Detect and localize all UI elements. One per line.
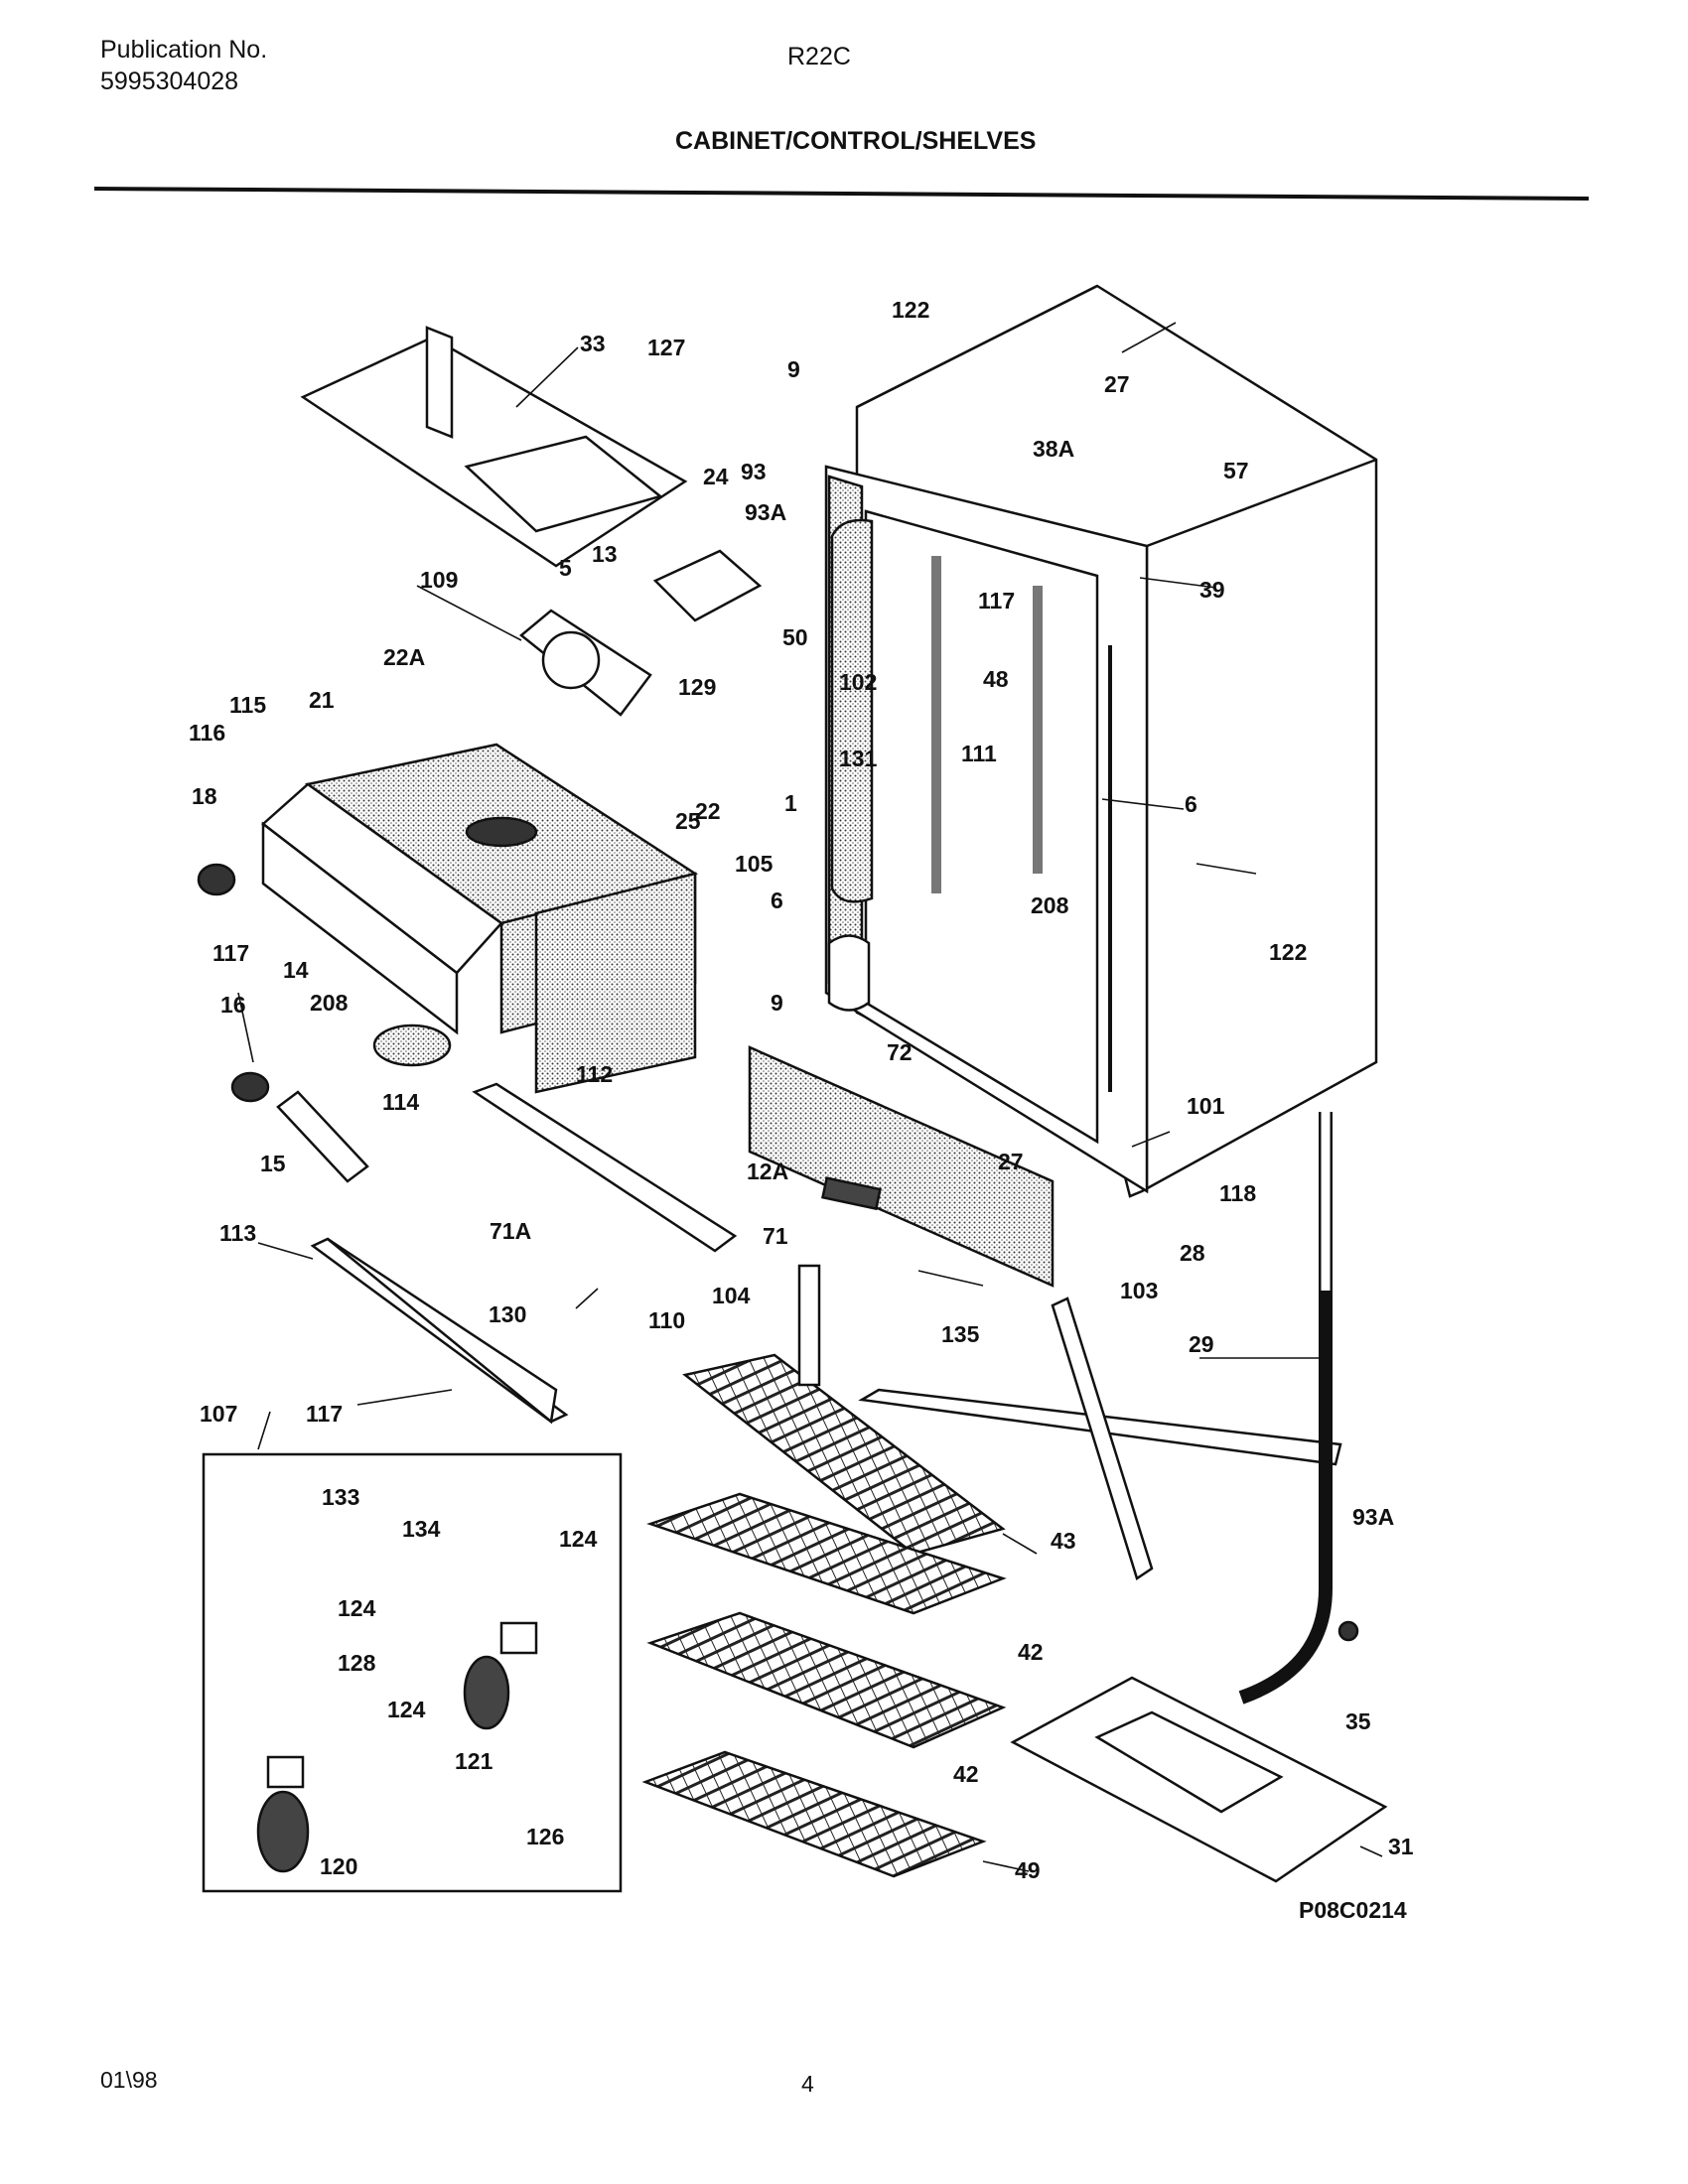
- callout-57: 57: [1223, 458, 1249, 483]
- callout-93a-right: 93A: [1352, 1504, 1394, 1530]
- kick-grille: [310, 1237, 569, 1425]
- callout-118: 118: [1219, 1180, 1256, 1206]
- callout-6-right: 6: [1185, 791, 1197, 817]
- door-gasket: [827, 518, 874, 1012]
- wire-shelves: [641, 1353, 1007, 1878]
- callout-38a: 38A: [1033, 436, 1074, 462]
- callout-labels: 33 127 9 122 27 38A 57 39 24 93 93A 13 5…: [189, 297, 1414, 1883]
- publication-number: 5995304028: [100, 68, 239, 95]
- top-cover: [300, 326, 688, 568]
- callout-42-top: 42: [1018, 1639, 1044, 1665]
- callout-22: 22: [695, 798, 721, 824]
- callout-71: 71: [763, 1223, 788, 1249]
- callout-33: 33: [580, 331, 606, 356]
- shipping-straps: [858, 1297, 1342, 1580]
- callout-121: 121: [455, 1748, 493, 1774]
- callout-117-left: 117: [212, 940, 249, 966]
- leader-lines: [237, 322, 1383, 1872]
- callout-27-bottom: 27: [998, 1149, 1024, 1174]
- callout-112: 112: [576, 1061, 613, 1087]
- misc-hardware: [197, 863, 1359, 1642]
- callout-72: 72: [887, 1039, 913, 1065]
- callout-22a: 22A: [383, 644, 425, 670]
- callout-9-bottom: 9: [771, 990, 783, 1016]
- drain-tube: [1238, 1112, 1333, 1705]
- diagram-code: P08C0214: [1299, 1897, 1407, 1923]
- fan-bracket: [519, 549, 763, 717]
- callout-43: 43: [1051, 1528, 1076, 1554]
- callout-93a-top: 93A: [745, 499, 786, 525]
- callout-122-right: 122: [1269, 939, 1307, 965]
- callout-109: 109: [420, 567, 458, 593]
- callout-114: 114: [382, 1089, 419, 1115]
- callout-117-bottom: 117: [306, 1401, 343, 1427]
- callout-14: 14: [283, 957, 309, 983]
- callout-93: 93: [741, 459, 767, 484]
- callout-49: 49: [1015, 1857, 1041, 1883]
- callout-39: 39: [1199, 577, 1225, 603]
- callout-120: 120: [320, 1853, 357, 1879]
- footer-date: 01\98: [100, 2067, 158, 2093]
- drain-pan: [1010, 1676, 1388, 1883]
- callout-16: 16: [220, 992, 246, 1018]
- callout-71a: 71A: [490, 1218, 531, 1244]
- footer-page: 4: [801, 2071, 814, 2097]
- callout-21: 21: [309, 687, 335, 713]
- callout-126: 126: [526, 1824, 564, 1849]
- callout-28: 28: [1180, 1240, 1205, 1266]
- callout-110: 110: [648, 1307, 685, 1333]
- callout-35: 35: [1345, 1708, 1371, 1734]
- callout-9-top: 9: [787, 356, 800, 382]
- callout-111: 111: [961, 741, 997, 766]
- callout-208-right: 208: [1031, 892, 1069, 918]
- trim-strip: [472, 1082, 738, 1253]
- callout-105: 105: [735, 851, 774, 877]
- callout-117-mid: 117: [978, 588, 1015, 614]
- callout-130: 130: [489, 1301, 526, 1327]
- callout-5: 5: [559, 555, 572, 581]
- callout-134: 134: [402, 1516, 441, 1542]
- callout-115: 115: [229, 692, 266, 718]
- callout-101: 101: [1187, 1093, 1225, 1119]
- callout-113: 113: [219, 1220, 256, 1246]
- callout-128: 128: [338, 1650, 376, 1676]
- callout-107: 107: [200, 1401, 237, 1427]
- callout-208-left: 208: [310, 990, 349, 1016]
- callout-31: 31: [1388, 1834, 1414, 1859]
- callout-1: 1: [784, 790, 797, 816]
- callout-15: 15: [260, 1151, 286, 1176]
- callout-122-top: 122: [892, 297, 929, 323]
- publication-label: Publication No.: [100, 36, 268, 64]
- callout-103: 103: [1120, 1278, 1158, 1303]
- callout-124-top: 124: [559, 1526, 598, 1552]
- callout-12a: 12A: [747, 1159, 788, 1184]
- callout-102: 102: [839, 669, 877, 695]
- callout-48: 48: [983, 666, 1009, 692]
- callout-42-bottom: 42: [953, 1761, 979, 1787]
- callout-127: 127: [647, 335, 685, 360]
- callout-116: 116: [189, 720, 225, 746]
- callout-25: 25: [675, 808, 701, 834]
- callout-27-top: 27: [1104, 371, 1130, 397]
- callout-24: 24: [703, 464, 729, 489]
- callout-29: 29: [1189, 1331, 1214, 1357]
- callout-18: 18: [192, 783, 217, 809]
- callout-124-low: 124: [387, 1697, 426, 1722]
- caster-kit-box: [202, 1452, 623, 1893]
- callout-135: 135: [941, 1321, 980, 1347]
- front-grille-panel: [748, 1045, 1055, 1288]
- control-housing: [261, 743, 699, 1094]
- section-title: CABINET/CONTROL/SHELVES: [675, 127, 1037, 155]
- callout-104: 104: [712, 1283, 751, 1308]
- callout-124-mid: 124: [338, 1595, 376, 1621]
- callout-129: 129: [678, 674, 716, 700]
- callout-131: 131: [839, 746, 878, 771]
- model-number: R22C: [787, 43, 851, 70]
- callout-13: 13: [592, 541, 618, 567]
- callout-6-door: 6: [771, 887, 783, 913]
- callout-50: 50: [782, 624, 808, 650]
- callout-133: 133: [322, 1484, 359, 1510]
